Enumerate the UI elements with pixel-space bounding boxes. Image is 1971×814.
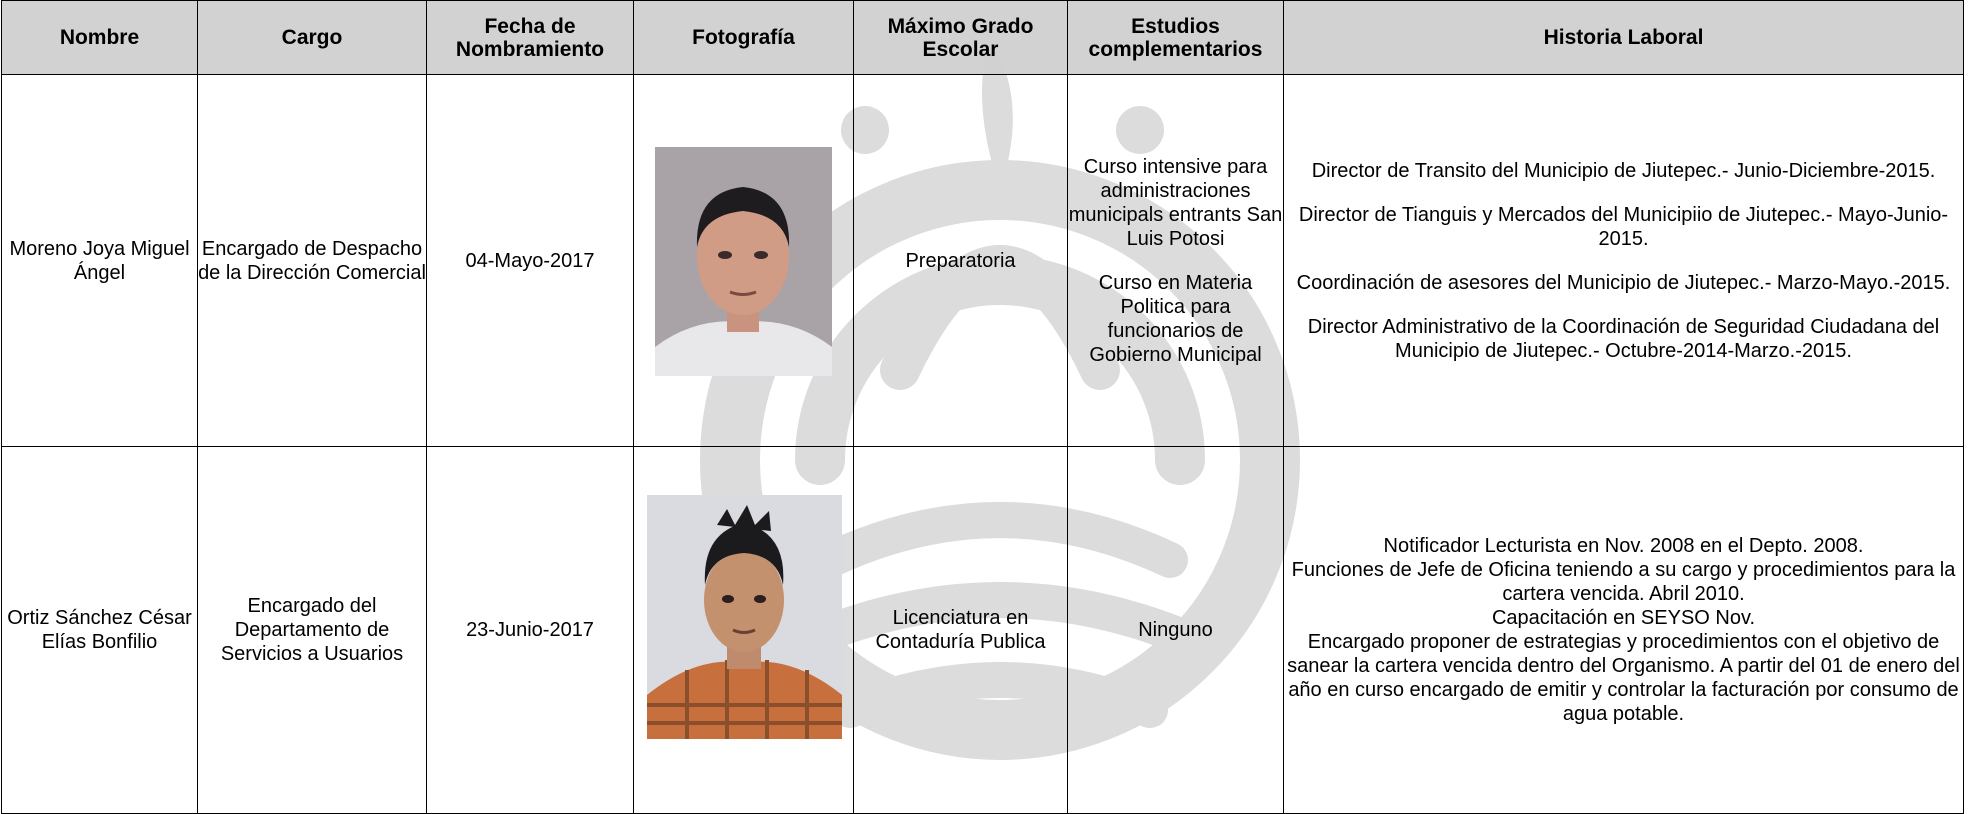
- cell-fecha: 04-Mayo-2017: [426, 74, 634, 447]
- historia-item: Capacitación en SEYSO Nov.: [1491, 607, 1756, 629]
- historia-item: Director Administrativo de la Coordinaci…: [1307, 315, 1940, 362]
- header-historia: Historia Laboral: [1283, 0, 1964, 75]
- header-cargo: Cargo: [197, 0, 427, 75]
- estudio-item: Curso en Materia Politica para funcionar…: [1089, 271, 1262, 366]
- table-row: Moreno Joya Miguel Ángel Encargado de De…: [1, 74, 1964, 447]
- cell-fotografia: [633, 74, 854, 447]
- historia-item: Coordinación de asesores del Municipio d…: [1296, 271, 1951, 294]
- historia-item: Director de Transito del Municipio de Ji…: [1311, 159, 1936, 182]
- header-fecha: Fecha de Nombramiento: [426, 0, 634, 75]
- cell-grado: Preparatoria: [853, 74, 1068, 447]
- cell-cargo: Encargado del Departamento de Servicios …: [197, 446, 427, 814]
- estudio-item: Curso intensive para administraciones mu…: [1068, 155, 1283, 250]
- employee-photo: [655, 147, 832, 376]
- cell-fotografia: [633, 446, 854, 814]
- cell-estudios: Curso intensive para administraciones mu…: [1067, 74, 1284, 447]
- historia-item: Encargado proponer de estrategias y proc…: [1287, 631, 1960, 725]
- cell-estudios: Ninguno: [1067, 446, 1284, 814]
- header-estudios: Estudios complementarios: [1067, 0, 1284, 75]
- header-fotografia: Fotografía: [633, 0, 854, 75]
- employee-photo: [647, 495, 842, 739]
- cell-historia: Notificador Lecturista en Nov. 2008 en e…: [1283, 446, 1964, 814]
- estudio-item: Ninguno: [1138, 619, 1213, 641]
- table-row: Ortiz Sánchez César Elías Bonfilio Encar…: [1, 446, 1964, 814]
- header-nombre: Nombre: [1, 0, 198, 75]
- cell-historia: Director de Transito del Municipio de Ji…: [1283, 74, 1964, 447]
- cell-grado: Licenciatura en Contaduría Publica: [853, 446, 1068, 814]
- cell-nombre: Ortiz Sánchez César Elías Bonfilio: [1, 446, 198, 814]
- historia-item: Director de Tianguis y Mercados del Muni…: [1298, 203, 1949, 250]
- header-grado: Máximo Grado Escolar: [853, 0, 1068, 75]
- historia-item: Funciones de Jefe de Oficina teniendo a …: [1291, 559, 1956, 605]
- cell-nombre: Moreno Joya Miguel Ángel: [1, 74, 198, 447]
- table-header-row: Nombre Cargo Fecha de Nombramiento Fotog…: [1, 0, 1964, 75]
- historia-item: Notificador Lecturista en Nov. 2008 en e…: [1383, 535, 1864, 557]
- cell-cargo: Encargado de Despacho de la Dirección Co…: [197, 74, 427, 447]
- cell-fecha: 23-Junio-2017: [426, 446, 634, 814]
